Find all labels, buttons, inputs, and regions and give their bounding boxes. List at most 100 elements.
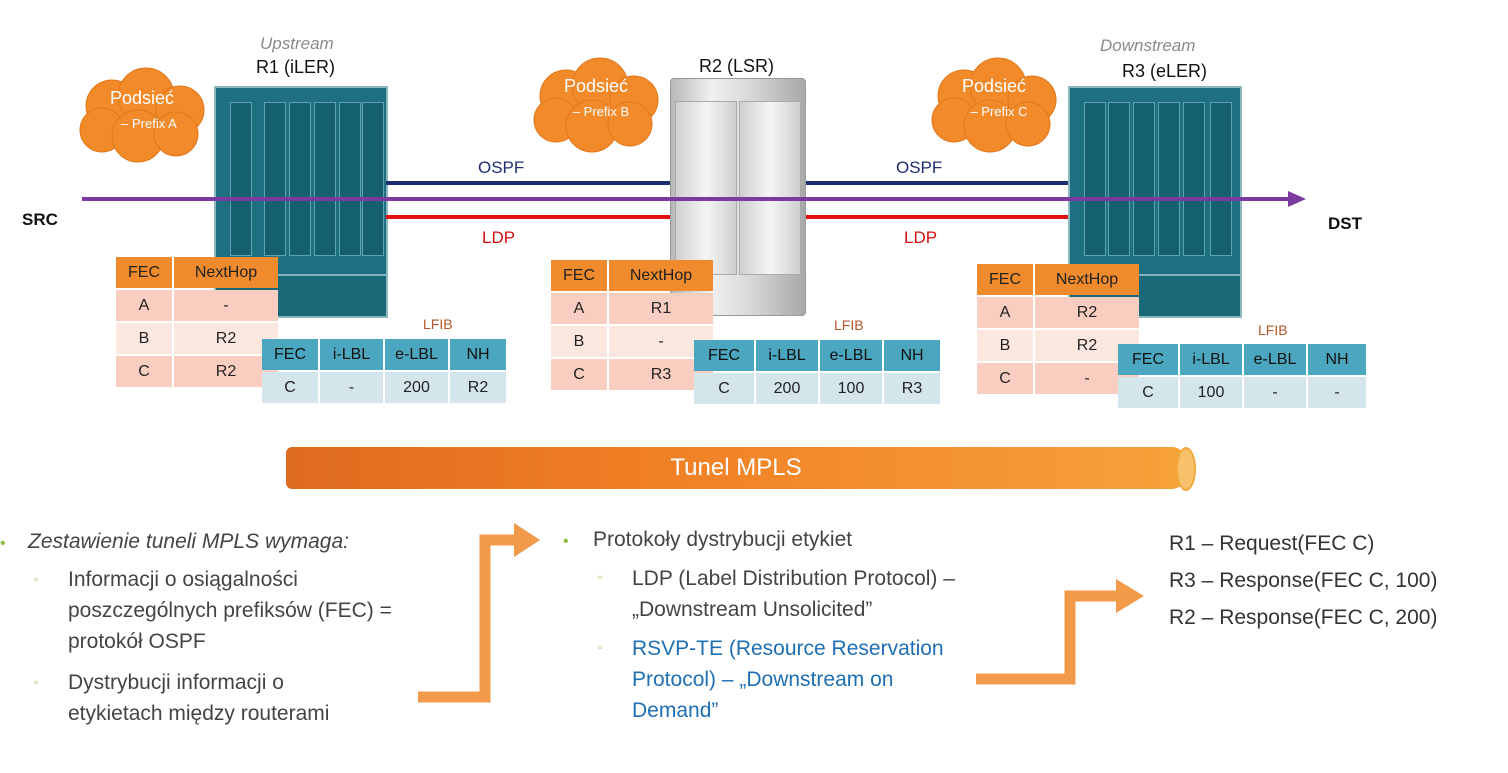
cloud-prefix-a: Podsieć – Prefix A	[72, 66, 212, 166]
table-cell: -	[1308, 377, 1366, 408]
table-header: NH	[450, 339, 506, 370]
table-header: i-LBL	[320, 339, 383, 370]
middle-item-ldp: LDP (Label Distribution Protocol) – „Dow…	[632, 563, 955, 625]
table-header: NH	[884, 340, 940, 371]
cloud-title: Podsieć	[109, 88, 175, 108]
r1-label: R1 (iLER)	[256, 57, 336, 77]
table-cell: -	[174, 290, 278, 321]
table-cell: C	[977, 363, 1033, 394]
ldp-label-right: LDP	[904, 228, 938, 247]
message-line: R2 – Response(FEC C, 200)	[1169, 606, 1438, 629]
table-cell: A	[116, 290, 172, 321]
tunnel-end-cap	[1176, 447, 1196, 491]
lfib-label-r2: LFIB	[834, 317, 864, 333]
table-cell: R2	[174, 356, 278, 387]
table-cell: B	[551, 326, 607, 357]
tunnel-label: Tunel MPLS	[670, 454, 802, 481]
table-header: FEC	[694, 340, 754, 371]
table-cell: R2	[174, 323, 278, 354]
text-line: „Downstream Unsolicited”	[632, 598, 873, 621]
table-cell: R3	[884, 373, 940, 404]
middle-item-rsvp: RSVP-TE (Resource Reservation Protocol) …	[632, 633, 944, 726]
text-line: Protocol) – „Downstream on	[632, 668, 894, 691]
flow-arrow-right	[976, 590, 1120, 685]
bullet-square: ▫	[34, 675, 39, 689]
ospf-label-left: OSPF	[478, 158, 525, 177]
table-header: NextHop	[609, 260, 713, 291]
table-header: NextHop	[174, 257, 278, 288]
table-cell: 100	[820, 373, 882, 404]
table-cell: -	[320, 372, 383, 403]
table-header: e-LBL	[1244, 344, 1306, 375]
table-cell: C	[262, 372, 318, 403]
text-line: protokół OSPF	[68, 630, 206, 653]
left-item-2: Dystrybucji informacji o etykietach międ…	[68, 667, 329, 729]
bullet-square: ▫	[598, 570, 603, 584]
text-line: Dystrybucji informacji o	[68, 671, 284, 694]
text-line: Informacji o osiągalności	[68, 568, 298, 591]
table-cell: R2	[450, 372, 506, 403]
table-header: FEC	[262, 339, 318, 370]
table-header: FEC	[1118, 344, 1178, 375]
bullet-square: ▫	[34, 572, 39, 586]
cloud-title: Podsieć	[961, 76, 1027, 96]
message-sequence: R1 – Request(FEC C) R3 – Response(FEC C,…	[1169, 525, 1437, 636]
table-header: e-LBL	[385, 339, 448, 370]
flow-arrow-left-head	[514, 523, 540, 557]
ldp-label-left: LDP	[482, 228, 516, 247]
table-header: FEC	[977, 264, 1033, 295]
left-heading: Zestawienie tuneli MPLS wymaga:	[28, 530, 349, 553]
cloud-title: Podsieć	[563, 76, 629, 96]
upstream-label: Upstream	[260, 34, 334, 53]
bullet-square: ▫	[598, 640, 603, 654]
cloud-prefix-c: Podsieć – Prefix C	[924, 56, 1064, 156]
table-cell: R1	[609, 293, 713, 324]
table-header: e-LBL	[820, 340, 882, 371]
cloud-shape	[533, 57, 659, 153]
table-cell: R2	[1035, 297, 1139, 328]
lfib-label-r3: LFIB	[1258, 322, 1288, 338]
table-cell: 200	[756, 373, 818, 404]
table-cell: B	[977, 330, 1033, 361]
table-header: NH	[1308, 344, 1366, 375]
message-line: R3 – Response(FEC C, 100)	[1169, 569, 1438, 592]
table-header: i-LBL	[756, 340, 818, 371]
cloud-subtitle: – Prefix A	[121, 116, 177, 131]
cloud-subtitle: – Prefix B	[572, 104, 630, 119]
flow-arrow-left	[418, 534, 518, 703]
text-line: poszczególnych prefiksów (FEC) =	[68, 599, 392, 622]
cloud-shape	[79, 67, 205, 163]
text-line: RSVP-TE (Resource Reservation	[632, 637, 944, 660]
table-cell: C	[1118, 377, 1178, 408]
bullet-dot: •	[563, 533, 569, 550]
table-cell: B	[116, 323, 172, 354]
table-cell: C	[694, 373, 754, 404]
text-line: Demand”	[632, 699, 719, 722]
src-label: SRC	[22, 210, 58, 229]
cloud-prefix-b: Podsieć – Prefix B	[526, 56, 666, 156]
left-item-1: Informacji o osiągalności poszczególnych…	[68, 564, 392, 657]
table-cell: C	[551, 359, 607, 390]
table-cell: -	[1244, 377, 1306, 408]
table-header: FEC	[551, 260, 607, 291]
bullet-dot: •	[0, 535, 6, 552]
mpls-tunnel: Tunel MPLS	[286, 447, 1186, 489]
flow-arrow-right-head	[1116, 579, 1144, 613]
r2-label: R2 (LSR)	[699, 56, 775, 76]
ospf-label-right: OSPF	[896, 158, 943, 177]
message-line: R1 – Request(FEC C)	[1169, 532, 1375, 555]
cloud-subtitle: – Prefix C	[970, 104, 1028, 119]
r3-label: R3 (eLER)	[1122, 61, 1208, 81]
table-cell: A	[977, 297, 1033, 328]
table-cell: 200	[385, 372, 448, 403]
lfib-label-r1: LFIB	[423, 316, 453, 332]
middle-heading: Protokoły dystrybucji etykiet	[593, 528, 853, 551]
table-header: i-LBL	[1180, 344, 1242, 375]
downstream-label: Downstream	[1100, 36, 1196, 55]
table-header: FEC	[116, 257, 172, 288]
